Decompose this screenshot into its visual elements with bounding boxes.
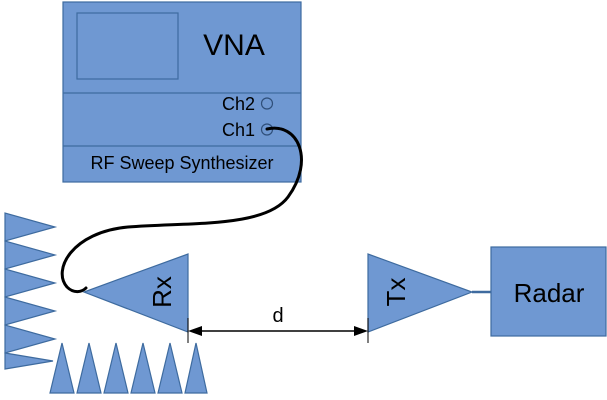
absorber-spike <box>184 342 208 394</box>
rf-sweep-synthesizer-label: RF Sweep Synthesizer <box>90 153 273 173</box>
absorber-spike <box>76 342 102 394</box>
ch2-port-icon <box>260 97 274 110</box>
absorber-spike <box>4 268 58 298</box>
dimension-arrow-right-icon <box>354 326 368 336</box>
absorber-spike <box>4 296 58 326</box>
tx-antenna-body <box>367 253 474 333</box>
absorber-spike <box>157 342 183 394</box>
absorber-spike <box>103 342 129 394</box>
absorber-spike <box>49 342 75 394</box>
tx-antenna: Tx <box>367 253 474 333</box>
ch2-label: Ch2 <box>222 94 255 114</box>
vna-title: VNA <box>203 29 265 62</box>
absorber-wall-left <box>4 212 58 370</box>
absorber-wall-bottom <box>49 342 208 394</box>
distance-label: d <box>272 305 283 327</box>
dimension-arrow-left-icon <box>188 326 202 336</box>
absorber-spike <box>4 352 54 370</box>
radar-unit: Radar <box>490 246 607 337</box>
rx-label: Rx <box>147 276 177 308</box>
absorber-spike <box>4 240 58 270</box>
ch1-label: Ch1 <box>222 120 255 140</box>
coax-cable <box>60 126 303 294</box>
tx-label: Tx <box>381 278 411 307</box>
rx-antenna-body <box>82 253 189 333</box>
distance-dimension: d <box>187 305 369 343</box>
radar-label: Radar <box>514 278 585 308</box>
absorber-spike <box>4 212 58 242</box>
absorber-spike <box>130 342 156 394</box>
vna-screen <box>76 12 179 80</box>
radar-box <box>490 246 607 337</box>
absorber-spike <box>4 324 58 354</box>
vna-instrument: VNA Ch2 Ch1 RF Sweep Synthesizer <box>62 1 302 183</box>
rx-antenna: Rx <box>82 253 189 333</box>
